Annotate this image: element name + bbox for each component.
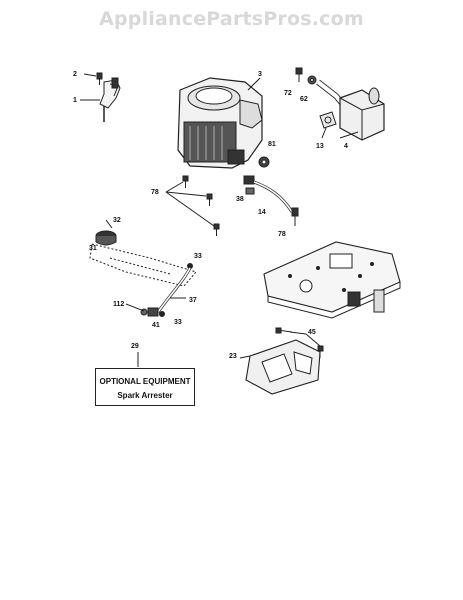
callout-23: 23 (229, 353, 237, 360)
spark-arrester-label: Spark Arrester (117, 391, 173, 400)
part-engine-3 (177, 77, 263, 169)
part-fuel-hose-37 (156, 267, 192, 313)
callout-72: 72 (284, 90, 292, 97)
callout-45: 45 (308, 329, 316, 336)
part-bolt-2 (83, 72, 103, 85)
part-frame-plate (263, 241, 401, 319)
part-fuel-cap-32 (95, 219, 117, 246)
part-fuel-tank-31 (89, 243, 197, 287)
callout-78-right: 78 (278, 231, 286, 238)
callout-33-lower: 33 (174, 319, 182, 326)
part-bolt-72 (295, 67, 303, 82)
callout-38: 38 (236, 196, 244, 203)
callout-3: 3 (258, 71, 262, 78)
callout-41: 41 (152, 322, 160, 329)
callout-81: 81 (268, 141, 276, 148)
callout-2: 2 (73, 71, 77, 78)
callout-4: 4 (344, 143, 348, 150)
callout-14: 14 (258, 209, 266, 216)
callout-78-left: 78 (151, 189, 159, 196)
callout-32: 32 (113, 217, 121, 224)
part-washer-62 (307, 75, 317, 85)
part-muffler-4 (316, 79, 385, 141)
part-gasket-13 (319, 111, 337, 139)
part-bushing-81 (258, 156, 270, 168)
callout-33-upper: 33 (194, 253, 202, 260)
part-clamp-33-lower (159, 311, 165, 317)
part-bolts-78 (165, 175, 220, 236)
watermark: AppliancePartsPros.com (99, 8, 364, 30)
part-fuel-line-14 (253, 180, 299, 226)
callout-29: 29 (131, 343, 139, 350)
part-clamp-33-upper (187, 263, 193, 269)
callout-31: 31 (89, 245, 97, 252)
part-heat-shield-23 (239, 339, 321, 395)
part-choke-bracket-1 (80, 77, 121, 122)
optional-equipment-box: OPTIONAL EQUIPMENT Spark Arrester (95, 368, 195, 406)
part-bolts-45 (275, 327, 324, 358)
optional-equipment-title: OPTIONAL EQUIPMENT (99, 377, 191, 386)
callout-1: 1 (73, 97, 77, 104)
callout-62: 62 (300, 96, 308, 103)
callout-13: 13 (316, 143, 324, 150)
callout-37: 37 (189, 297, 197, 304)
callout-112-leader (125, 303, 145, 312)
part-filter-41 (140, 307, 159, 317)
callout-112: 112 (113, 301, 124, 308)
part-fitting-38 (243, 175, 255, 195)
